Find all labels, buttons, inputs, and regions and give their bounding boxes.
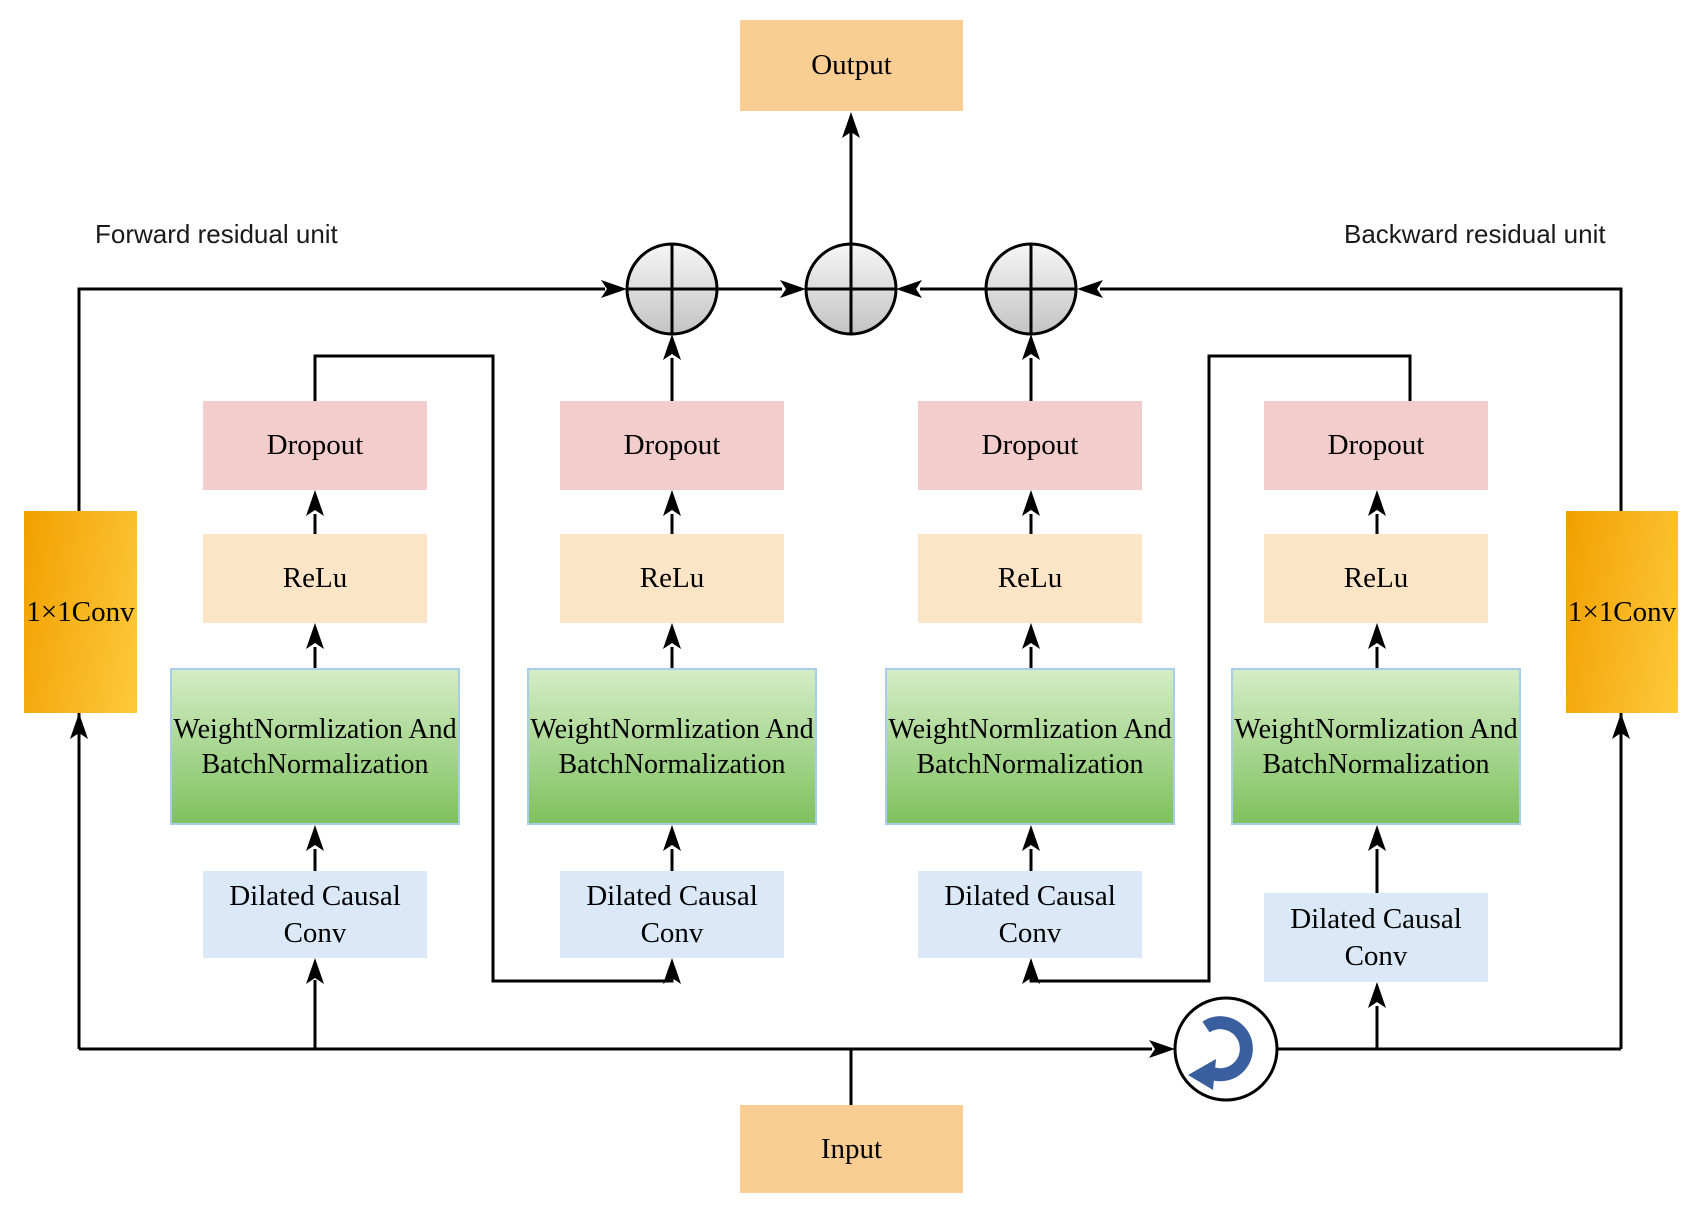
weightnorm-box: WeightNormlization And BatchNormalizatio… (527, 668, 817, 825)
arrowhead (663, 623, 681, 649)
sum-node-icon (804, 242, 898, 336)
skip-rail-right (1100, 287, 1623, 1049)
weightnorm-line2: BatchNormalization (558, 748, 786, 780)
weightnorm-line2: BatchNormalization (1262, 748, 1490, 780)
dilated-conv-box: Dilated Causal Conv (918, 871, 1142, 958)
arrowhead (1022, 623, 1040, 649)
input-box: Input (740, 1105, 963, 1193)
sum-node-icon (984, 242, 1078, 336)
skip-rail-left (77, 287, 605, 1049)
weightnorm-line2: BatchNormalization (201, 748, 429, 780)
arrowhead (663, 334, 681, 360)
dropout-box: Dropout (203, 401, 427, 490)
weightnorm-line1: WeightNormlization And (888, 713, 1172, 745)
relu-box: ReLu (203, 534, 427, 623)
arrowhead (306, 490, 324, 516)
relu-box: ReLu (560, 534, 784, 623)
weightnorm-line2: BatchNormalization (916, 748, 1144, 780)
backward-stack-connector (1029, 354, 1412, 983)
weightnorm-box: WeightNormlization And BatchNormalizatio… (170, 668, 460, 825)
arrowhead (601, 280, 627, 298)
arrowhead (1368, 982, 1386, 1008)
output-box: Output (740, 20, 963, 111)
dropout-box: Dropout (918, 401, 1142, 490)
arrowhead (1022, 825, 1040, 851)
arrowheads (70, 112, 1630, 1058)
conv1x1-right-box: 1×1Conv (1566, 511, 1678, 713)
arrowhead (896, 280, 922, 298)
arrowhead (306, 623, 324, 649)
flip-node-icon (1173, 996, 1279, 1102)
dropout-box: Dropout (1264, 401, 1488, 490)
relu-box: ReLu (1264, 534, 1488, 623)
forward-unit-label: Forward residual unit (95, 219, 338, 249)
arrowhead (1022, 958, 1040, 984)
arrowhead (663, 490, 681, 516)
weightnorm-box: WeightNormlization And BatchNormalizatio… (885, 668, 1175, 825)
arrowhead (1022, 334, 1040, 360)
arrowhead (1612, 713, 1630, 739)
arrowhead (842, 112, 860, 138)
dropout-box: Dropout (560, 401, 784, 490)
arrowhead (1022, 490, 1040, 516)
weightnorm-box: WeightNormlization And BatchNormalizatio… (1231, 668, 1521, 825)
forward-stack-connector (313, 354, 674, 983)
arrowhead (780, 280, 806, 298)
arrowhead (1077, 280, 1103, 298)
weightnorm-line1: WeightNormlization And (1234, 713, 1518, 745)
arrowhead (1368, 490, 1386, 516)
conv1x1-left-box: 1×1Conv (24, 511, 137, 713)
relu-box: ReLu (918, 534, 1142, 623)
dilated-conv-box: Dilated Causal Conv (1264, 893, 1488, 982)
sum-nodes (625, 242, 1078, 336)
arrowhead (663, 958, 681, 984)
dilated-conv-box: Dilated Causal Conv (203, 871, 427, 958)
arrowhead (1368, 825, 1386, 851)
arrowhead (663, 825, 681, 851)
arrowhead (306, 825, 324, 851)
arrowhead (1368, 623, 1386, 649)
dilated-conv-box: Dilated Causal Conv (560, 871, 784, 958)
arrowhead (1149, 1040, 1175, 1058)
backward-unit-label: Backward residual unit (1344, 219, 1606, 249)
arrowhead (70, 713, 88, 739)
weightnorm-line1: WeightNormlization And (173, 713, 457, 745)
sum-node-icon (625, 242, 719, 336)
arrowhead (306, 958, 324, 984)
weightnorm-line1: WeightNormlization And (530, 713, 814, 745)
